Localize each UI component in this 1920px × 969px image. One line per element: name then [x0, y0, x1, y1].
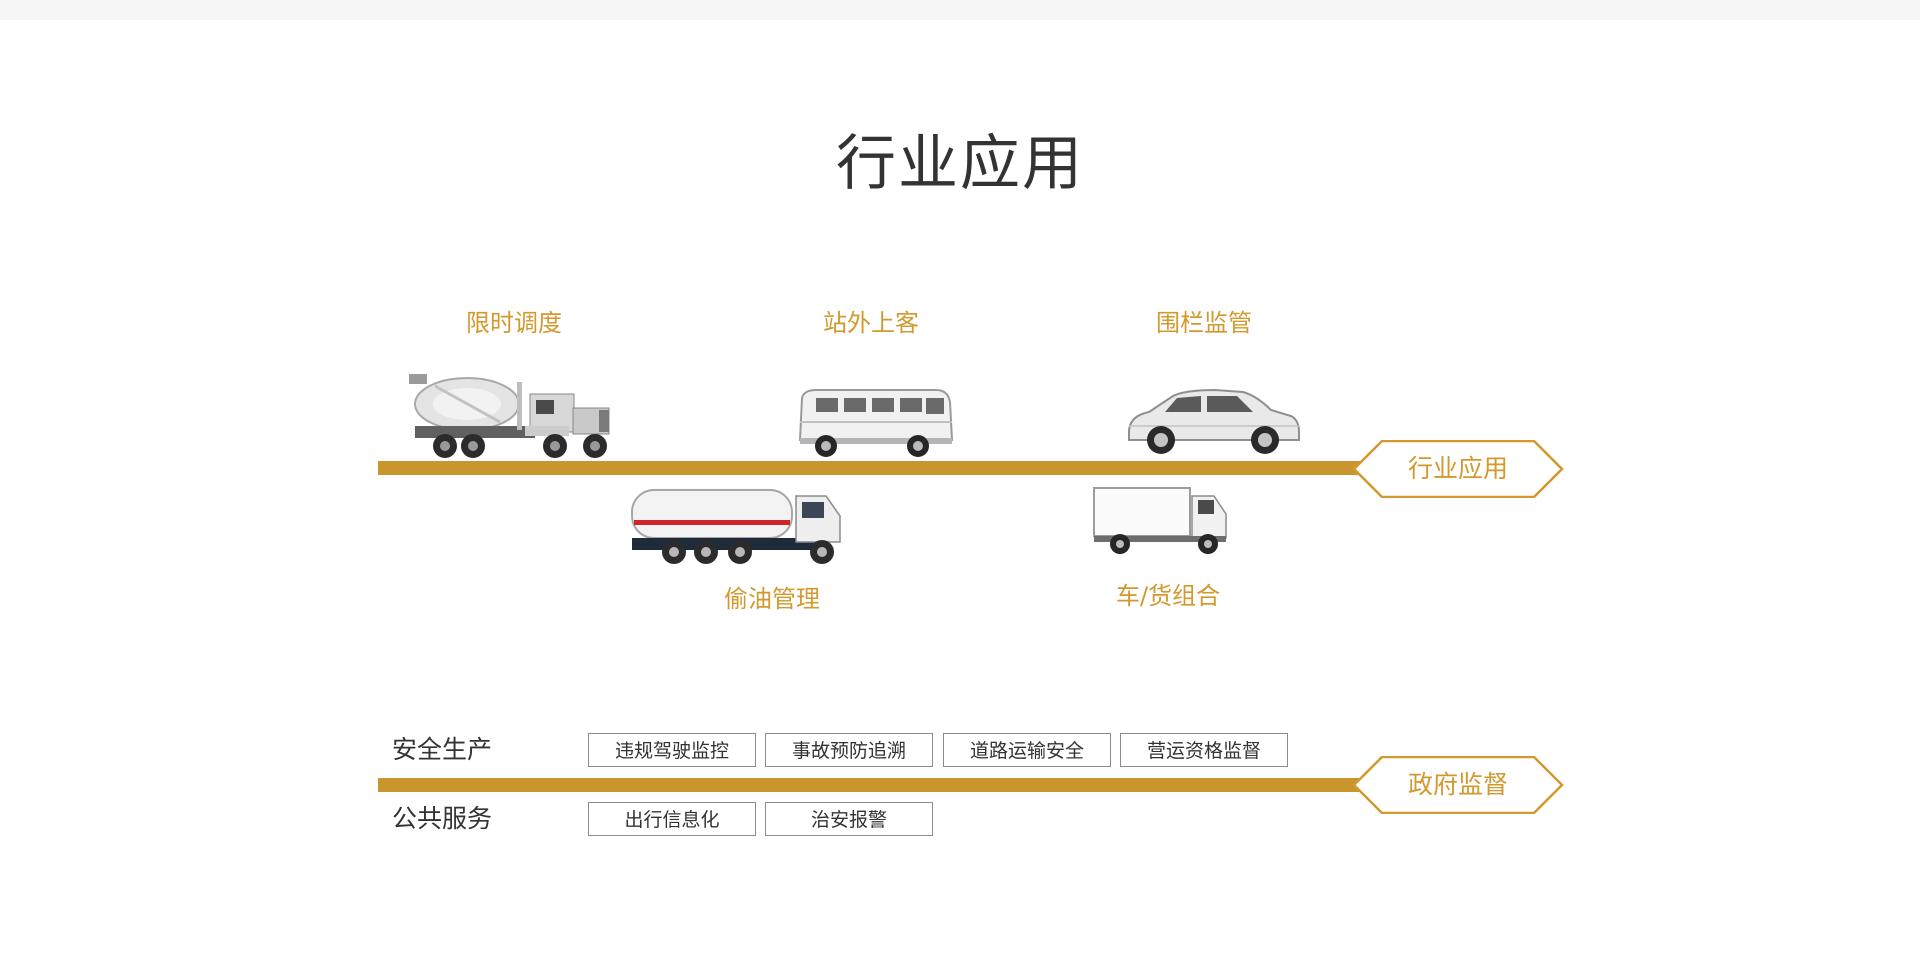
minibus-icon	[798, 389, 954, 457]
chip-road-transport-safety[interactable]: 道路运输安全	[943, 733, 1111, 767]
hexagon-tag-icon	[1352, 756, 1564, 814]
industry-timeline-track	[378, 461, 1368, 475]
chip-violation-monitoring[interactable]: 违规驾驶监控	[588, 733, 756, 767]
row-label-safety-production: 安全生产	[392, 735, 493, 764]
government-tag-label: 政府监督	[1407, 770, 1508, 799]
industry-tag-label: 行业应用	[1407, 454, 1508, 483]
industry-tag: 行业应用	[1352, 440, 1564, 498]
hexagon-tag-icon	[1352, 440, 1564, 498]
tanker-truck-icon	[631, 489, 841, 564]
page-title: 行业应用	[836, 129, 1084, 199]
box-truck-icon	[1093, 487, 1227, 554]
chip-accident-prevention[interactable]: 事故预防追溯	[765, 733, 933, 767]
label-station-pickup: 站外上客	[823, 309, 919, 337]
chip-security-alarm[interactable]: 治安报警	[765, 802, 933, 836]
row-label-public-service: 公共服务	[392, 804, 493, 833]
label-time-dispatch: 限时调度	[466, 309, 562, 337]
label-vehicle-cargo-combination: 车/货组合	[1116, 582, 1221, 610]
label-fuel-theft-management: 偷油管理	[724, 585, 820, 613]
label-fence-supervision: 围栏监管	[1156, 309, 1252, 337]
suv-car-icon	[1128, 388, 1300, 454]
government-tag: 政府监督	[1352, 756, 1564, 814]
government-timeline-track	[378, 778, 1368, 792]
chip-operation-qualification[interactable]: 营运资格监督	[1120, 733, 1288, 767]
top-bar	[0, 0, 1920, 20]
concrete-mixer-truck-icon	[409, 374, 610, 458]
chip-travel-informatization[interactable]: 出行信息化	[588, 802, 756, 836]
